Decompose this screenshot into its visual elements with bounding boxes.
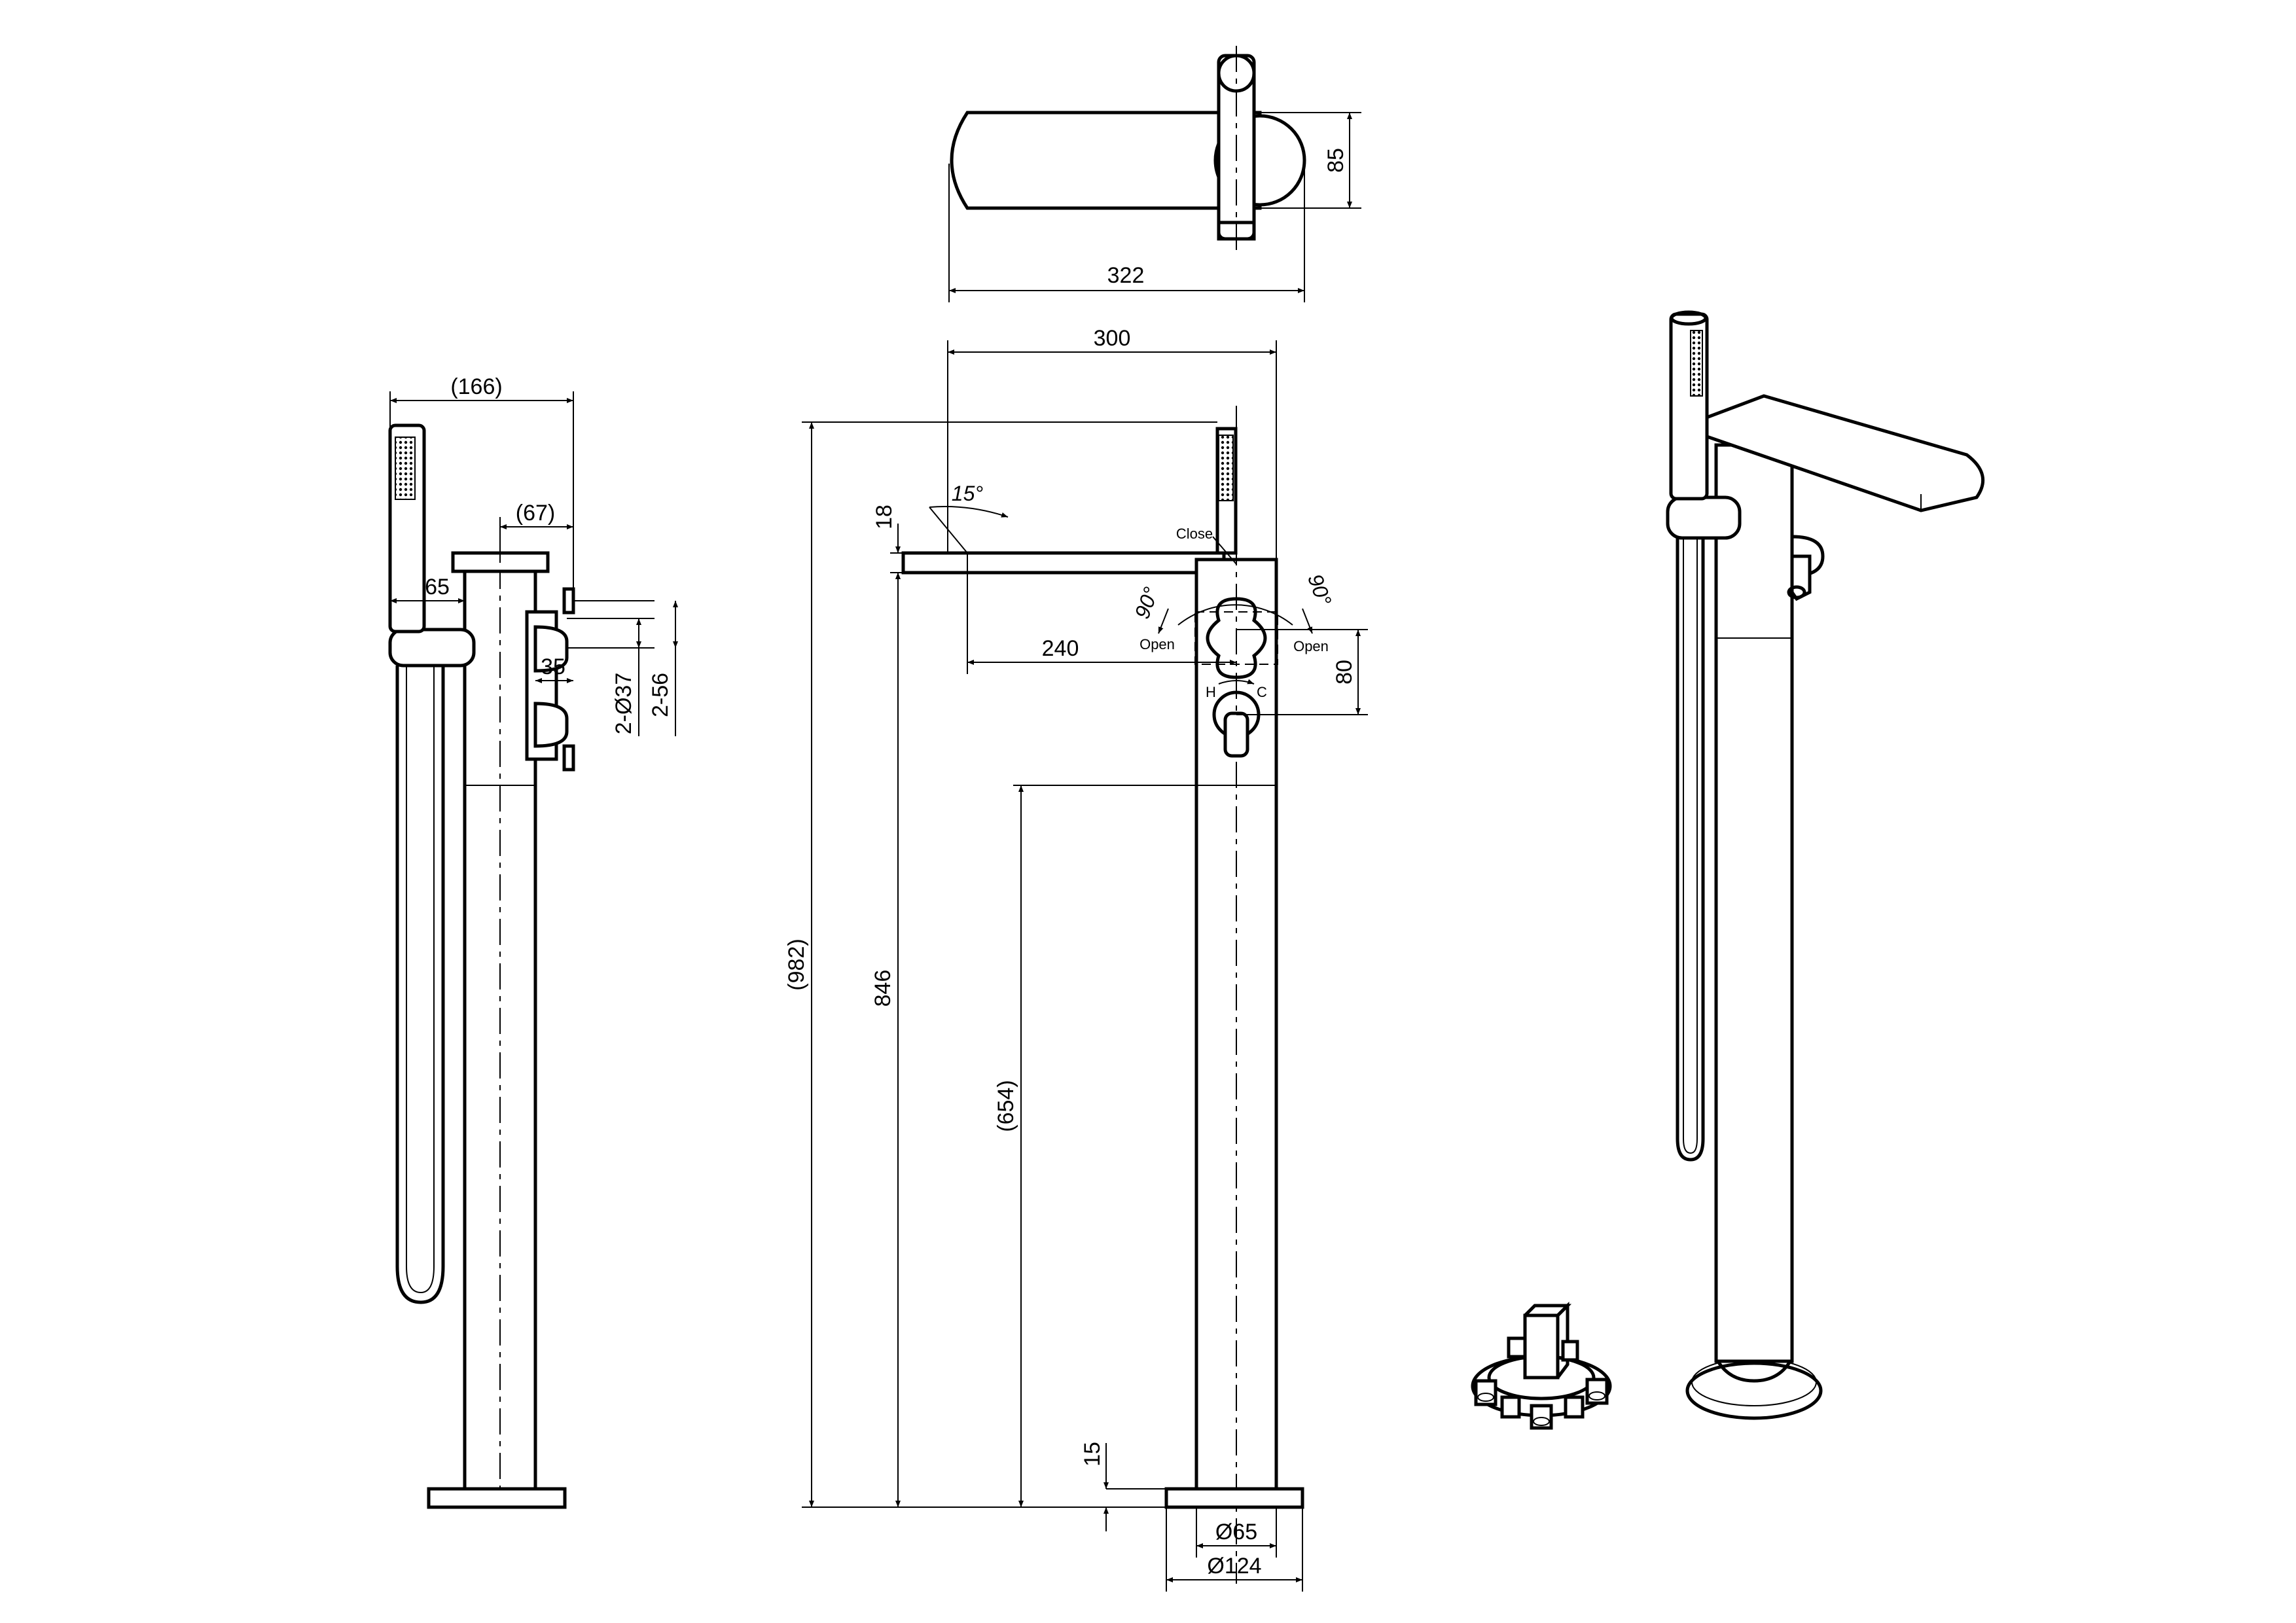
concealed-body-iso	[1471, 1301, 1612, 1430]
dim-base-to-lever: (654)	[994, 1080, 1018, 1132]
dim-overall-height: (982)	[784, 938, 809, 990]
dim-top-width: 322	[1107, 263, 1145, 288]
dim-lever-gap: 80	[1332, 660, 1357, 685]
label-open-right: Open	[1293, 638, 1329, 654]
label-hot: H	[1206, 684, 1216, 700]
angle-turn-left: 90°	[1130, 584, 1162, 622]
front-view: H C 300 (982) 846 18 15° Close O	[784, 326, 1368, 1592]
top-view: 85 322	[948, 46, 1361, 302]
dim-side-offset: (67)	[516, 501, 555, 526]
perspective-view	[1666, 310, 1985, 1420]
dim-side-overall: (166)	[450, 374, 502, 399]
dim-stem-diameter: Ø65	[1215, 1520, 1257, 1544]
dim-base-thickness: 15	[1080, 1442, 1105, 1467]
dim-outlet-spacing: 2-56	[648, 673, 673, 717]
angle-turn-right: 90°	[1303, 571, 1336, 609]
dim-base-diameter: Ø124	[1207, 1554, 1261, 1578]
label-cold: C	[1257, 684, 1267, 700]
angle-spout-tilt: 15°	[952, 482, 984, 505]
dim-handle-offset: 240	[1042, 636, 1079, 661]
dim-top-depth: 85	[1323, 148, 1348, 173]
dim-base-to-spout: 846	[870, 970, 895, 1007]
label-open-left: Open	[1139, 636, 1175, 652]
label-close: Close	[1176, 526, 1213, 542]
dim-spout-thickness: 18	[872, 505, 897, 529]
side-view: (166) (67) 65 35 2-Ø37 2-56	[388, 374, 678, 1509]
dim-outlet-length: 35	[541, 654, 565, 679]
dim-spout-reach: 300	[1094, 326, 1131, 351]
dim-side-holder: 65	[425, 575, 450, 599]
dim-outlet-diameter: 2-Ø37	[611, 673, 636, 735]
